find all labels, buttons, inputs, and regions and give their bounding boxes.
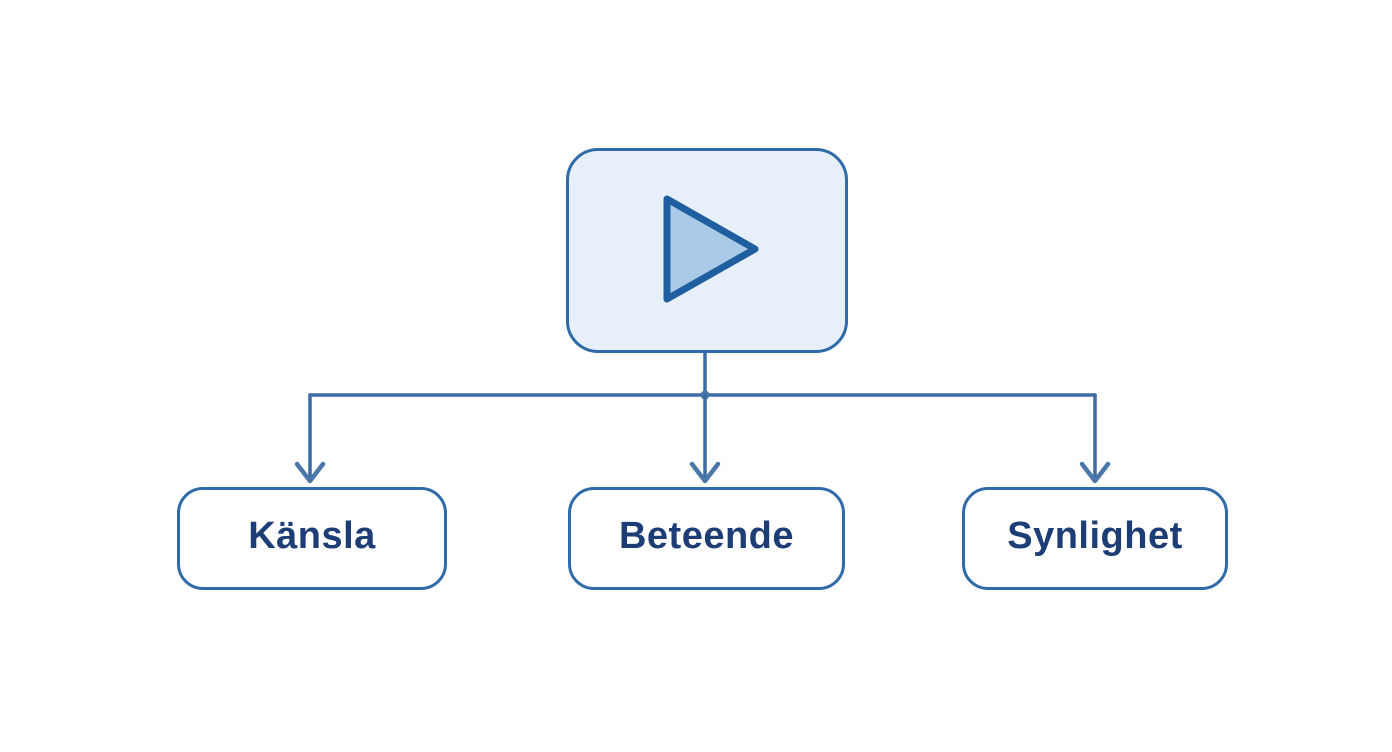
node-kansla: Känsla [177, 487, 447, 590]
node-synlighet: Synlighet [962, 487, 1228, 590]
node-beteende: Beteende [568, 487, 845, 590]
video-node [566, 148, 848, 353]
arrow-head-left [294, 461, 326, 484]
node-beteende-label: Beteende [618, 515, 795, 557]
play-icon [663, 195, 759, 302]
arrow-head-center [689, 461, 721, 484]
arrow-head-right [1079, 461, 1111, 484]
node-kansla-label: Känsla [248, 515, 376, 557]
node-synlighet-label: Synlighet [1007, 515, 1183, 557]
